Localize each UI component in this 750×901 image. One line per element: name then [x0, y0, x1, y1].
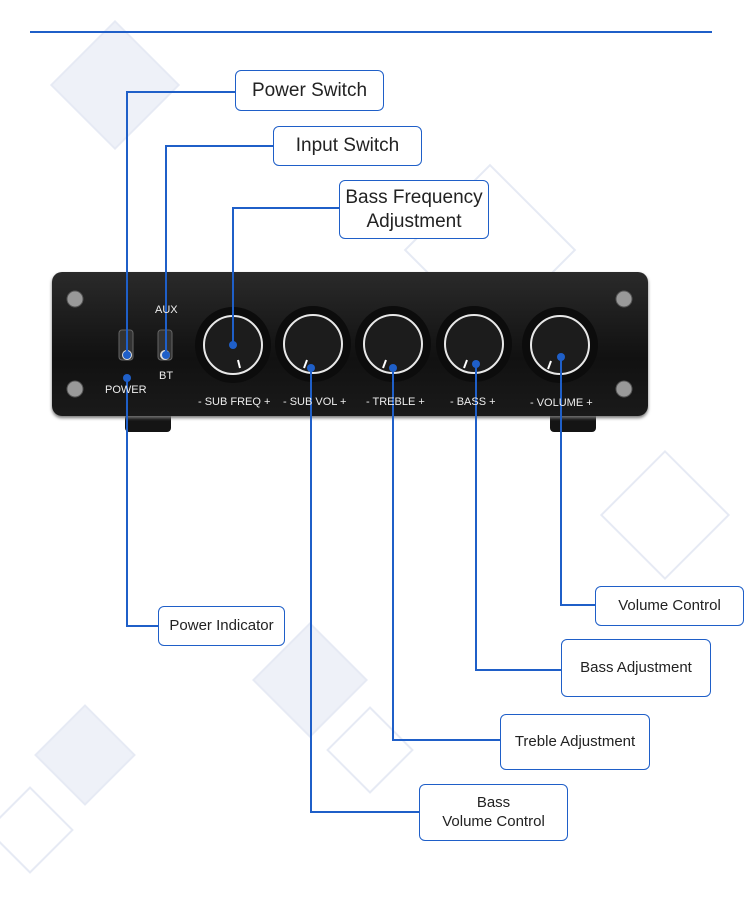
- screw-icon: [66, 290, 84, 308]
- power-label: POWER: [105, 384, 147, 396]
- sub-vol-label: - SUB VOL +: [283, 396, 347, 408]
- knob-sub-vol: [275, 306, 351, 382]
- leader-dots: [123, 341, 565, 382]
- callout-bass-volume-control: Bass Volume Control: [419, 784, 568, 841]
- callout-line: Bass: [476, 793, 511, 811]
- callout-line: Volume Control: [442, 812, 545, 830]
- callout-line: Adjustment: [366, 210, 462, 232]
- callout-input-switch: Input Switch: [273, 126, 422, 166]
- screw-icon: [66, 380, 84, 398]
- aux-label: AUX: [155, 304, 178, 316]
- callout-bass-adjustment: Bass Adjustment: [561, 639, 711, 697]
- top-divider: [30, 31, 712, 33]
- callout-line: Bass Frequency: [345, 186, 483, 208]
- callout-power-switch: Power Switch: [235, 70, 384, 111]
- bass-label: - BASS +: [450, 396, 496, 408]
- screw-icon: [615, 380, 633, 398]
- knob-treble: [355, 306, 431, 382]
- screws: [66, 290, 633, 398]
- knobs: [195, 306, 598, 383]
- bt-label: BT: [159, 370, 174, 382]
- sub-freq-label: - SUB FREQ +: [198, 396, 271, 408]
- screw-icon: [615, 290, 633, 308]
- knob-volume: [522, 307, 598, 383]
- callout-power-indicator: Power Indicator: [158, 606, 285, 646]
- callout-treble-adjustment: Treble Adjustment: [500, 714, 650, 770]
- volume-label: - VOLUME +: [530, 397, 593, 409]
- callout-volume-control: Volume Control: [595, 586, 744, 626]
- device-foot-left: [125, 416, 171, 432]
- callout-bass-frequency: Bass Frequency Adjustment: [339, 180, 489, 239]
- knob-bass: [436, 306, 512, 382]
- treble-label: - TREBLE +: [366, 396, 425, 408]
- leader-lines: [126, 91, 595, 813]
